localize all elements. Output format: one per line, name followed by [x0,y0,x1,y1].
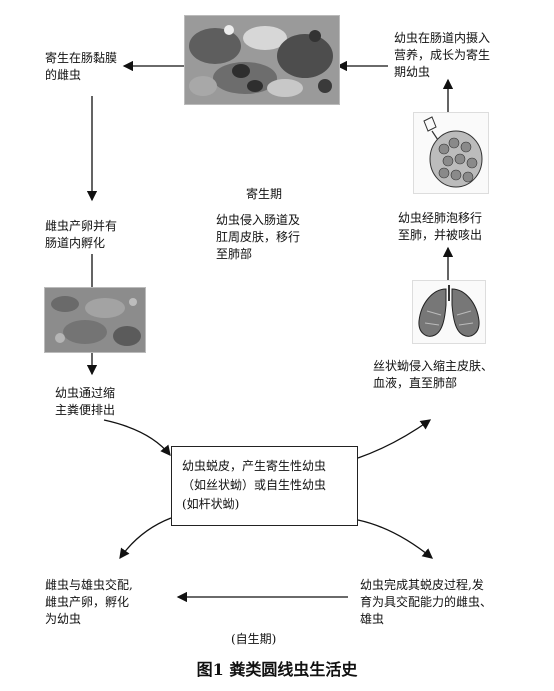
curve-lower-left [119,517,172,560]
curve-upper-left [103,419,171,457]
node-top-left: 寄生在肠黏膜 的雌虫 [45,51,118,82]
lungs-sketch-image [412,280,486,344]
node-bottom-right: 幼虫完成其蜕皮过程,发 育为具交配能力的雌虫、 雄虫 [360,578,493,626]
node-left-mid: 雌虫产卵并有 肠道内孵化 [45,219,118,250]
node-left-lower: 幼虫通过缩 主粪便排出 [55,386,116,417]
molting-box: 幼虫蜕皮，产生寄生性幼虫 （如丝状蚴）或自生性幼虫 (如杆状蚴) [171,446,358,526]
curve-upper-right [357,419,432,459]
alveoli-sketch-image [413,112,489,194]
node-right-lower: 丝状蚴侵入缩主皮肤、 血液，直至肺部 [373,359,494,390]
node-top-right: 幼虫在肠道内摄入 营养，成长为寄生 期幼虫 [394,31,491,79]
phase-description-parasitic: 幼虫侵入肠道及 肛周皮肤，移行 至肺部 [216,213,301,261]
egg-micrograph-image [44,287,146,353]
phase-label-free-living: (自生期) [231,632,277,646]
node-bottom-left: 雌虫与雄虫交配, 雌虫产卵，孵化 为幼虫 [45,578,133,626]
node-right-mid: 幼虫经肺泡移行 至肺，并被咳出 [398,211,483,242]
figure-caption: 图1 粪类圆线虫生活史 [196,660,358,679]
mucosa-micrograph-image [184,15,340,105]
curve-lower-right [357,519,434,559]
phase-heading-parasitic: 寄生期 [246,187,283,201]
